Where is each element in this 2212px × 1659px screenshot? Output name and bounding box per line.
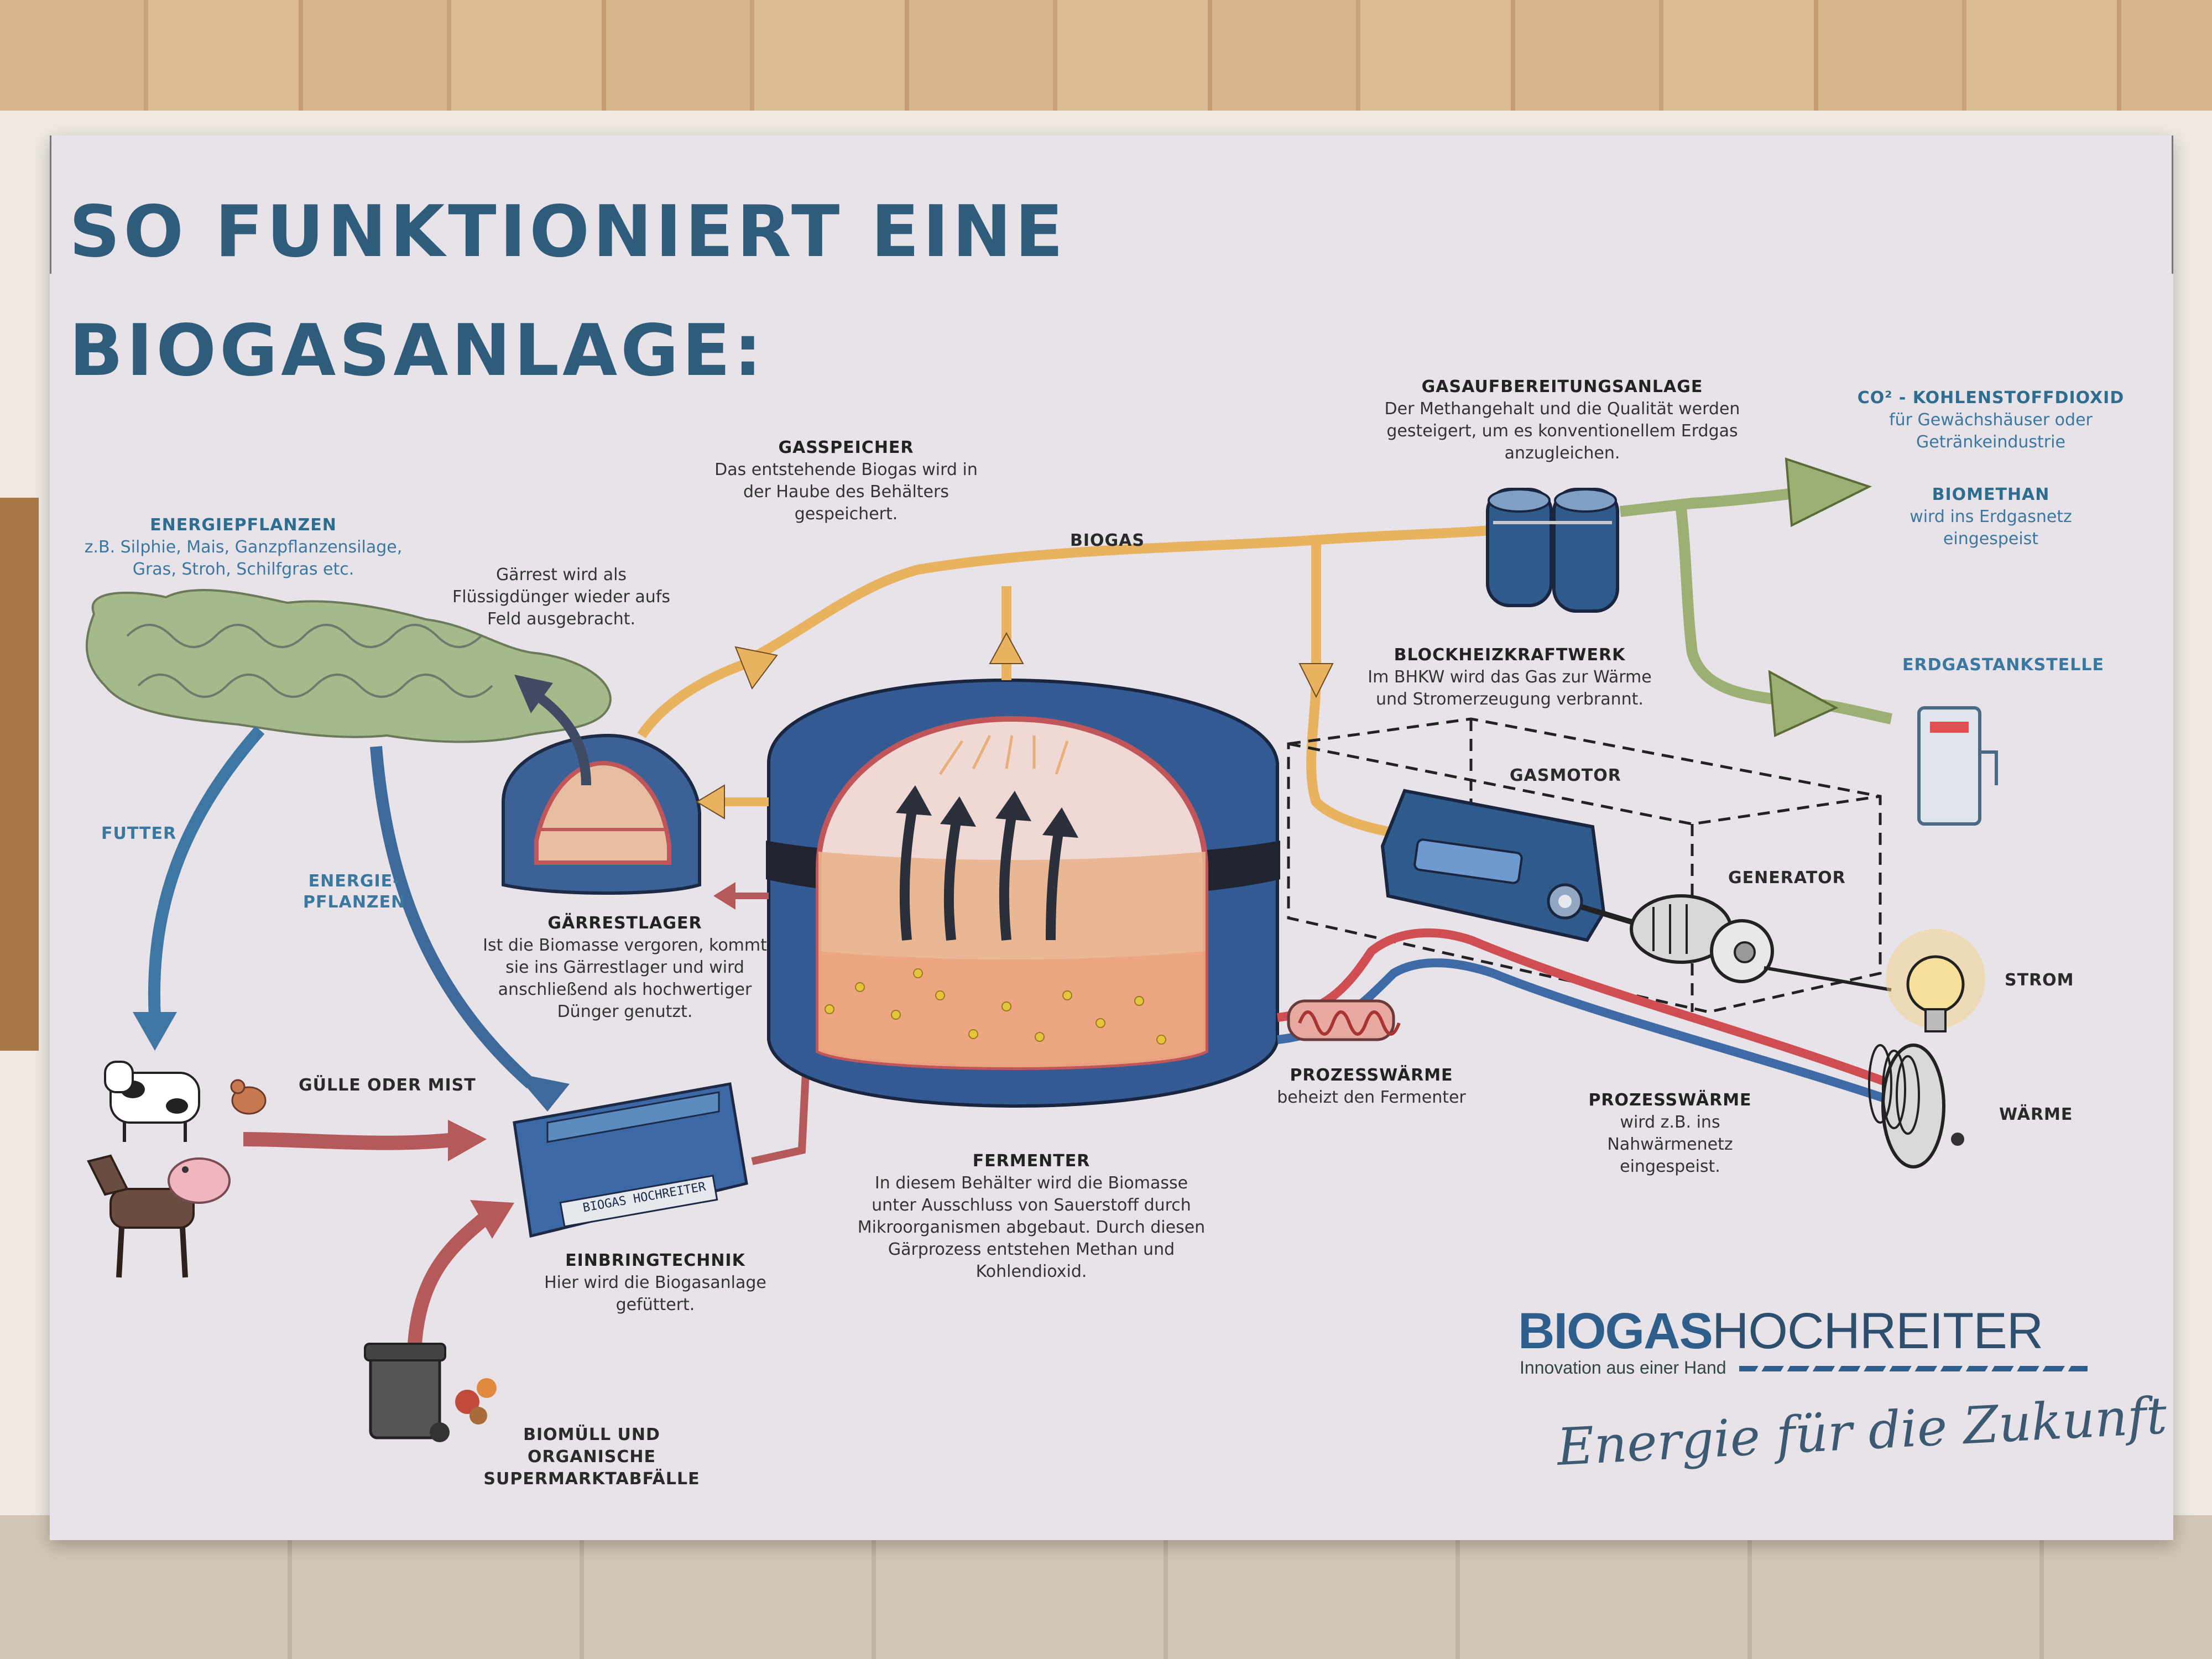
co2-arrow-head xyxy=(1785,457,1872,528)
generator-label: GENERATOR xyxy=(1728,868,1846,888)
gaerrestlager-block: GÄRRESTLAGER Ist die Biomasse vergoren, … xyxy=(481,912,769,1023)
prozesswaerme-2-block: PROZESSWÄRME wird z.B. ins Nahwärmenetz … xyxy=(1571,1089,1770,1178)
prozesswaerme-1-block: PROZESSWÄRME beheizt den Fermenter xyxy=(1272,1065,1471,1109)
logo-rest: HOCHREITER xyxy=(1712,1303,2043,1359)
bhkw-text: Im BHKW wird das Gas zur Wärme und Strom… xyxy=(1368,667,1652,709)
strom-wire xyxy=(1764,966,1892,992)
gasspeicher-block: GASSPEICHER Das entstehende Biogas wird … xyxy=(713,437,979,525)
horse-icon xyxy=(87,1154,195,1278)
headline-line-2: BIOGASANLAGE: xyxy=(69,310,765,392)
futter-label: FUTTER xyxy=(101,824,177,843)
prozesswaerme-2-title: PROZESSWÄRME xyxy=(1588,1091,1752,1110)
gasspeicher-text: Das entstehende Biogas wird in der Haube… xyxy=(714,460,978,524)
prozesswaerme-1-text: beheizt den Fermenter xyxy=(1277,1088,1466,1107)
biomuell-label: BIOMÜLL UND ORGANISCHE SUPERMARKTABFÄLLE xyxy=(483,1425,700,1489)
gasaufbereitung-block: GASAUFBEREITUNGSANLAGE Der Methangehalt … xyxy=(1383,376,1742,465)
energy-plants-arrow xyxy=(370,746,535,1089)
light-bulb-icon xyxy=(1886,929,1985,1032)
logo-bold: BIOGAS xyxy=(1518,1303,1713,1359)
gas-upgrading-tanks xyxy=(1486,488,1619,613)
bhkw-title: BLOCKHEIZKRAFTWERK xyxy=(1394,645,1626,665)
co2-title: CO² - KOHLENSTOFFDIOXID xyxy=(1857,388,2125,408)
gas-station-icon xyxy=(1917,706,1998,826)
gas-engine xyxy=(1380,789,1606,942)
hanging-wire-right xyxy=(2172,135,2173,274)
energie-pflanzen-label: ENERGIE- PFLANZEN xyxy=(303,872,406,912)
einbringtechnik-box xyxy=(513,1082,748,1238)
fermenter-text: In diesem Behälter wird die Biomasse unt… xyxy=(857,1173,1206,1281)
gasspeicher-title: GASSPEICHER xyxy=(778,438,914,457)
gasaufbereitung-text: Der Methangehalt und die Qualität werden… xyxy=(1384,399,1740,463)
gaerrest-arrow xyxy=(528,687,591,786)
biomuell-arrow xyxy=(408,1211,492,1345)
headline-line-1: SO FUNKTIONIERT EINE xyxy=(69,191,1067,273)
guelle-label: GÜLLE ODER MIST xyxy=(299,1076,476,1095)
chicken-icon xyxy=(230,1079,267,1115)
einbringtechnik-title: EINBRINGTECHNIK xyxy=(565,1251,745,1270)
logo-stripe xyxy=(1739,1366,2088,1371)
biogas-arrow-head-1 xyxy=(734,646,778,690)
prozesswaerme-2-text: wird z.B. ins Nahwärmenetz eingespeist. xyxy=(1607,1113,1733,1176)
energiepflanzen-text: z.B. Silphie, Mais, Ganzpflanzensilage, … xyxy=(84,538,403,579)
gaerrest-text: Gärrest wird als Flüssigdünger wieder au… xyxy=(452,565,670,629)
fermenter-tank xyxy=(766,678,1280,1108)
fermenter-block: FERMENTER In diesem Behälter wird die Bi… xyxy=(852,1150,1211,1283)
guelle-arrow-head xyxy=(448,1120,487,1161)
energy-plants-arrow-head xyxy=(514,1073,570,1112)
cow-icon xyxy=(104,1061,200,1142)
strom-label: STROM xyxy=(2005,971,2074,990)
pig-icon xyxy=(168,1157,231,1204)
biogas-hochreiter-logo: BIOGASHOCHREITER xyxy=(1518,1302,2043,1360)
einbringtechnik-block: EINBRINGTECHNIK Hier wird die Biogasanla… xyxy=(534,1250,777,1316)
heat-exchanger-icon xyxy=(1287,999,1401,1041)
biogas-label: BIOGAS xyxy=(1070,531,1145,550)
gasmotor-label: GASMOTOR xyxy=(1510,766,1621,785)
biomethan-title: BIOMETHAN xyxy=(1932,485,2050,504)
biogas-arrow-head-3 xyxy=(1298,663,1334,698)
futter-arrow-head xyxy=(133,1012,177,1051)
gaerrestlager-text: Ist die Biomasse vergoren, kommt sie ins… xyxy=(483,936,767,1021)
hanging-wire-left xyxy=(50,135,51,274)
prozesswaerme-1-title: PROZESSWÄRME xyxy=(1290,1066,1453,1085)
biomethan-text: wird ins Erdgasnetz eingespeist xyxy=(1910,507,2072,549)
trash-bin-icon xyxy=(364,1343,450,1442)
window-frame xyxy=(0,498,39,1051)
futter-arrow xyxy=(148,726,265,1018)
energiepflanzen-block: ENERGIEPFLANZEN z.B. Silphie, Mais, Ganz… xyxy=(61,514,426,581)
guelle-arrow xyxy=(243,1132,460,1150)
co2-text: für Gewächshäuser oder Getränkeindustrie xyxy=(1889,410,2093,452)
co2-block: CO² - KOHLENSTOFFDIOXID für Gewächshäuse… xyxy=(1847,387,2135,453)
gaerrestlager-tank xyxy=(502,733,701,895)
biomuell-arrow-head xyxy=(470,1200,514,1239)
biogas-arrow-head-2 xyxy=(989,632,1024,664)
organic-waste-icon xyxy=(455,1378,497,1425)
tankstelle-arrow-head xyxy=(1768,670,1839,737)
bhkw-block: BLOCKHEIZKRAFTWERK Im BHKW wird das Gas … xyxy=(1349,644,1670,711)
biomethan-block: BIOMETHAN wird ins Erdgasnetz eingespeis… xyxy=(1908,484,2074,550)
waerme-label: WÄRME xyxy=(1999,1105,2073,1124)
biogas-pipe xyxy=(637,523,1519,867)
energiepflanzen-title: ENERGIEPFLANZEN xyxy=(150,515,337,535)
engine-shaft xyxy=(1580,904,1638,926)
gaerrestlager-title: GÄRRESTLAGER xyxy=(547,914,702,933)
generator xyxy=(1630,894,1774,983)
fermenter-title: FERMENTER xyxy=(972,1151,1091,1171)
energy-plants-cloud-icon xyxy=(85,589,612,743)
erdgastankstelle-label: ERDGASTANKSTELLE xyxy=(1902,655,2104,675)
gasaufbereitung-title: GASAUFBEREITUNGSANLAGE xyxy=(1421,377,1703,397)
radiator-icon xyxy=(1868,1044,1964,1168)
logo-subline: Innovation aus einer Hand xyxy=(1520,1358,1726,1378)
einbringtechnik-text: Hier wird die Biogasanlage gefüttert. xyxy=(544,1273,766,1314)
